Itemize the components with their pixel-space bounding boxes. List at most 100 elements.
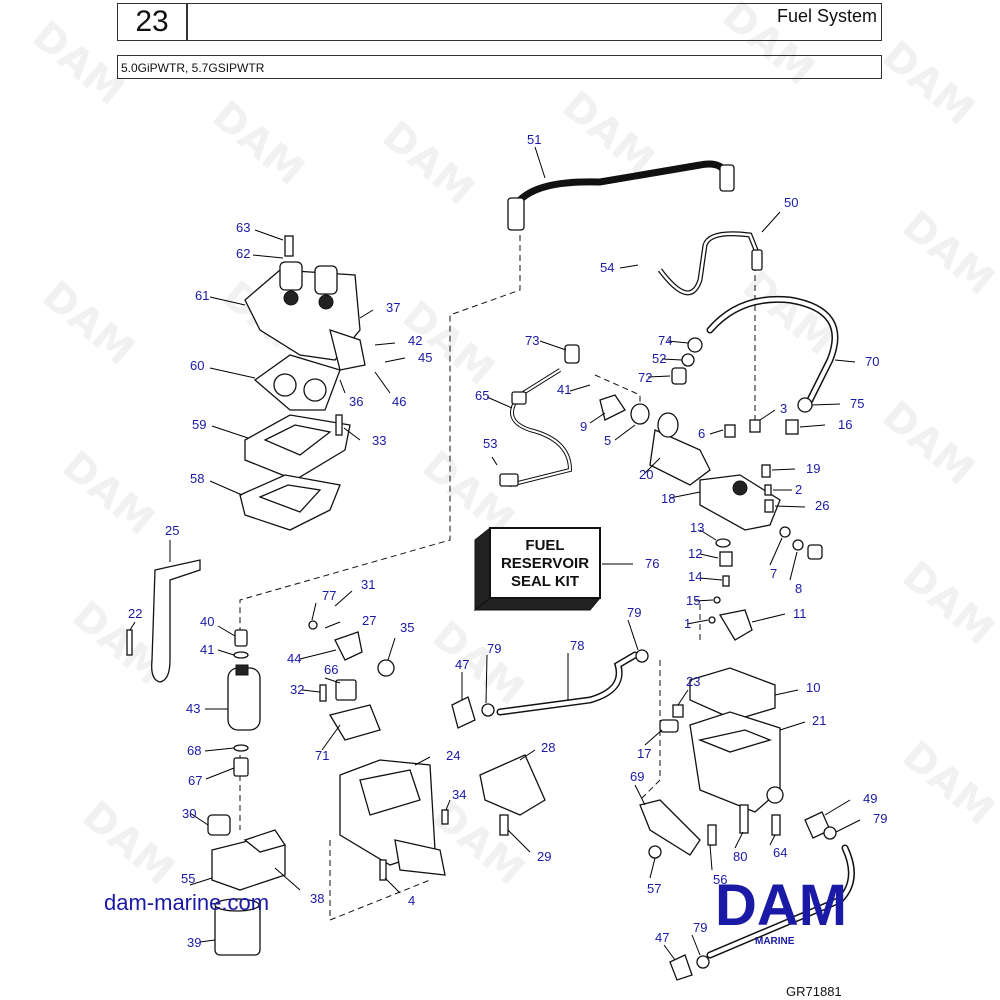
callout-30: 30 <box>182 806 196 821</box>
fuel-pump-20 <box>630 403 711 486</box>
callout-74: 74 <box>658 333 672 348</box>
seal-kit-line-1: FUEL <box>525 537 564 554</box>
dam-marine-logo: DAM MARINE <box>715 873 847 947</box>
callout-2: 2 <box>795 482 802 497</box>
callout-8: 8 <box>795 581 802 596</box>
callout-56: 56 <box>713 872 727 887</box>
fuel-pump-43 <box>227 629 261 777</box>
callout-68: 68 <box>187 743 201 758</box>
callout-22: 22 <box>128 606 142 621</box>
bolt-56 <box>707 824 717 846</box>
cover-11 <box>718 609 753 641</box>
callout-61: 61 <box>195 288 209 303</box>
lower-hose <box>669 844 855 981</box>
callout-65: 65 <box>475 388 489 403</box>
callout-58: 58 <box>190 471 204 486</box>
callout-71: 71 <box>315 748 329 763</box>
callout-80: 80 <box>733 849 747 864</box>
throttle-body <box>244 235 366 371</box>
spacer-59 <box>244 414 351 481</box>
callout-21: 21 <box>812 713 826 728</box>
callout-12: 12 <box>688 546 702 561</box>
bracket-28 <box>479 754 546 836</box>
callout-35: 35 <box>400 620 414 635</box>
fuel-line-50 <box>658 231 763 296</box>
callout-67: 67 <box>188 773 202 788</box>
logo-sub: MARINE <box>755 936 795 947</box>
watermark: DAM <box>554 82 663 184</box>
seal-kit-line-2: RESERVOIR <box>501 555 589 572</box>
bracket-26 <box>699 474 781 531</box>
watermark: DAM <box>874 32 983 134</box>
callout-50: 50 <box>784 195 798 210</box>
callout-28: 28 <box>541 740 555 755</box>
model-list: 5.0GiPWTR, 5.7GSIPWTR <box>117 55 882 79</box>
solenoid-assembly <box>308 620 381 741</box>
callout-46: 46 <box>392 394 406 409</box>
callout-3: 3 <box>780 401 787 416</box>
bracket-25 <box>151 559 201 683</box>
callout-32: 32 <box>290 682 304 697</box>
callout-51: 51 <box>527 132 541 147</box>
fuel-line-65 <box>499 344 580 487</box>
callout-47: 47 <box>655 930 669 945</box>
bracket-69 <box>639 799 701 859</box>
callout-44: 44 <box>287 651 301 666</box>
callout-60: 60 <box>190 358 204 373</box>
dashed-routing <box>239 235 756 921</box>
callout-64: 64 <box>773 845 787 860</box>
callout-79: 79 <box>487 641 501 656</box>
callout-55: 55 <box>181 871 195 886</box>
fitting-17 <box>659 719 679 733</box>
callout-15: 15 <box>686 593 700 608</box>
section-number: 23 <box>117 3 187 41</box>
callout-62: 62 <box>236 246 250 261</box>
watermark: DAM <box>374 112 483 214</box>
seal-kit-box: FUEL RESERVOIR SEAL KIT <box>473 526 602 612</box>
callout-33: 33 <box>372 433 386 448</box>
callout-20: 20 <box>639 467 653 482</box>
fitting-72 <box>671 367 687 385</box>
callout-79: 79 <box>693 920 707 935</box>
seal-7 <box>779 526 791 538</box>
callout-45: 45 <box>418 350 432 365</box>
hose-78 <box>451 649 649 729</box>
callout-75: 75 <box>850 396 864 411</box>
callout-34: 34 <box>452 787 466 802</box>
callout-19: 19 <box>806 461 820 476</box>
watermark: DAM <box>24 12 133 114</box>
callout-39: 39 <box>187 935 201 950</box>
fitting-49 <box>804 811 837 840</box>
callout-59: 59 <box>192 417 206 432</box>
seal-13 <box>715 538 731 548</box>
callout-36: 36 <box>349 394 363 409</box>
fuel-line-51 <box>507 160 735 231</box>
callout-24: 24 <box>446 748 460 763</box>
fitting-23 <box>672 704 684 718</box>
watermark: DAM <box>74 792 183 894</box>
callout-10: 10 <box>806 680 820 695</box>
watermark: DAM <box>894 552 1000 654</box>
callout-52: 52 <box>652 351 666 366</box>
grommet-35 <box>377 659 395 677</box>
callout-4: 4 <box>408 893 415 908</box>
part-15 <box>713 596 721 604</box>
gasket-10 <box>689 667 776 721</box>
callout-5: 5 <box>604 433 611 448</box>
bolt-4 <box>379 859 387 881</box>
callout-77: 77 <box>322 588 336 603</box>
callout-40: 40 <box>200 614 214 629</box>
callout-69: 69 <box>630 769 644 784</box>
fitting-52 <box>681 353 695 367</box>
callout-41: 41 <box>557 382 571 397</box>
callout-23: 23 <box>686 674 700 689</box>
callout-79: 79 <box>627 605 641 620</box>
stud-80 <box>739 804 749 834</box>
fitting-3 <box>749 419 761 433</box>
seal-7b <box>792 539 804 551</box>
logo-brand: DAM <box>715 873 847 938</box>
callout-25: 25 <box>165 523 179 538</box>
callout-11: 11 <box>793 606 807 621</box>
filter-assembly <box>207 814 287 956</box>
